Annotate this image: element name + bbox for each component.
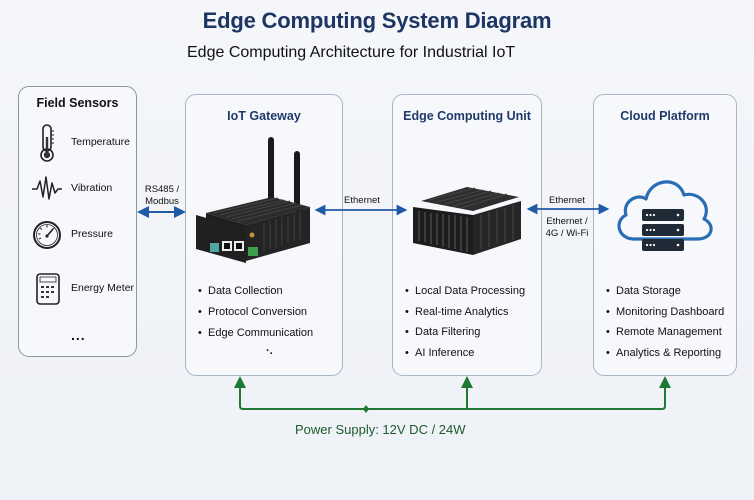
edge-computer-icon <box>413 187 521 255</box>
cloud-server-icon <box>617 180 713 251</box>
edge-cloud-protocols-label: Ethernet / 4G / Wi-Fi <box>542 216 592 240</box>
iot-gateway-features: Data Collection Protocol Conversion Edge… <box>198 284 313 347</box>
power-junction-node <box>363 405 369 413</box>
link-label-line: Modbus <box>145 196 179 207</box>
sensor-energy-meter: Energy Meter <box>19 269 138 309</box>
sensor-vibration: Vibration <box>19 169 138 209</box>
sensor-label: Temperature <box>71 136 130 148</box>
cloud-platform-features: Data Storage Monitoring Dashboard Remote… <box>606 284 724 366</box>
field-sensors-panel: Field Sensors Temperature Vibration <box>18 86 137 357</box>
link-label-line: RS485 / <box>144 184 180 195</box>
rs485-modbus-label: RS485 / Modbus <box>142 184 182 208</box>
iot-gateway-title: IoT Gateway <box>227 109 301 123</box>
thermometer-icon <box>40 124 54 162</box>
more-sensors-ellipsis: ... <box>71 327 86 343</box>
feature-item: Analytics & Reporting <box>606 346 724 367</box>
edge-cloud-link-label: Ethernet <box>549 195 585 206</box>
more-features-ellipsis: ·. <box>266 345 273 357</box>
link-label-line: Ethernet / <box>546 216 588 227</box>
feature-item: Local Data Processing <box>405 284 525 305</box>
feature-item: Edge Communication <box>198 326 313 347</box>
gateway-edge-link-label: Ethernet <box>344 195 380 206</box>
feature-item: Data Storage <box>606 284 724 305</box>
power-supply-label: Power Supply: 12V DC / 24W <box>295 422 466 437</box>
edge-unit-title: Edge Computing Unit <box>403 109 531 123</box>
cloud-platform-panel: Cloud Platform Data Storage Monitoring D… <box>593 94 737 376</box>
gateway-device-icon <box>196 137 310 263</box>
feature-item: Remote Management <box>606 325 724 346</box>
edge-computing-unit-panel: Edge Computing Unit Local Data Processin… <box>392 94 542 376</box>
feature-item: Data Filtering <box>405 325 525 346</box>
sensor-temperature: Temperature <box>19 123 138 163</box>
vibration-wave-icon <box>32 176 62 200</box>
sensor-label: Vibration <box>71 182 113 194</box>
feature-item: Monitoring Dashboard <box>606 305 724 326</box>
energy-meter-icon <box>36 273 60 305</box>
diagram-title: Edge Computing System Diagram <box>202 8 552 33</box>
sensor-pressure: Pressure <box>19 215 138 255</box>
iot-gateway-panel: IoT Gateway Data Collection Protoc <box>185 94 343 376</box>
sensor-label: Pressure <box>71 228 114 240</box>
diagram-subtitle: Edge Computing Architecture for Industri… <box>187 44 516 61</box>
sensor-label: Energy Meter <box>71 282 135 294</box>
feature-item: AI Inference <box>405 346 525 367</box>
feature-item: Real-time Analytics <box>405 305 525 326</box>
feature-item: Data Collection <box>198 284 313 305</box>
field-sensors-title: Field Sensors <box>36 96 119 110</box>
cloud-platform-title: Cloud Platform <box>620 109 710 123</box>
pressure-gauge-icon <box>33 221 61 249</box>
power-supply-bus <box>234 376 671 410</box>
feature-item: Protocol Conversion <box>198 305 313 326</box>
edge-unit-features: Local Data Processing Real-time Analytic… <box>405 284 525 366</box>
link-label-line: 4G / Wi-Fi <box>545 228 589 239</box>
